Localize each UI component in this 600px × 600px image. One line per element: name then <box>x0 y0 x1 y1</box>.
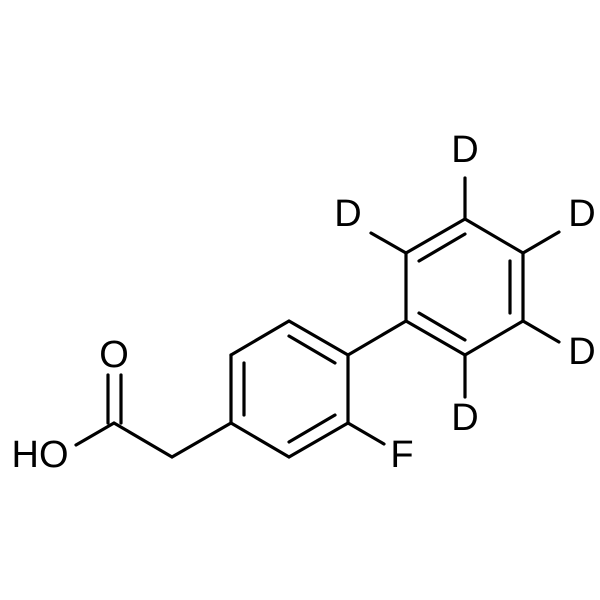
ring1-inner-bond-3 <box>287 413 337 444</box>
bond-c-d-3 <box>521 230 561 255</box>
ring2-inner-bond-1 <box>417 232 467 263</box>
atom-label-deuterium-4: D <box>568 331 595 373</box>
atom-label-deuterium-3: D <box>568 193 595 235</box>
ring1-bond-3 <box>287 319 350 357</box>
bond-c-oh <box>74 421 116 447</box>
bond-c-d-1 <box>369 231 408 255</box>
atom-label-fluorine: F <box>390 434 413 476</box>
ring1-inner-bond-2 <box>287 334 337 365</box>
ring1-bond-2 <box>229 319 291 357</box>
bond-c-ch2 <box>112 421 174 459</box>
biaryl-bond <box>346 319 408 357</box>
ring1-bond-5 <box>287 421 350 459</box>
fluorophenyl-ring <box>229 319 386 459</box>
bond-c-d-4 <box>521 319 561 344</box>
ring2-bond-2 <box>404 217 467 255</box>
ring1-bond-6 <box>229 421 291 459</box>
bond-c-f <box>346 421 386 446</box>
deuterated-phenyl-ring <box>369 176 561 399</box>
ring2-bond-6 <box>404 319 467 357</box>
ring2-bond-3 <box>463 217 525 255</box>
atom-label-deuterium-1: D <box>334 193 361 235</box>
atom-label-deuterium-2: D <box>451 129 478 171</box>
ring2-bond-5 <box>463 319 525 357</box>
bond-ch2-ring <box>170 421 233 459</box>
carboxylic-acid-group <box>74 373 233 459</box>
atom-label-carbonyl-oxygen: O <box>99 334 129 376</box>
atom-label-hydroxyl: HO <box>12 434 69 476</box>
atom-label-deuterium-5: D <box>451 397 478 439</box>
ring2-inner-bond-3 <box>417 311 467 342</box>
